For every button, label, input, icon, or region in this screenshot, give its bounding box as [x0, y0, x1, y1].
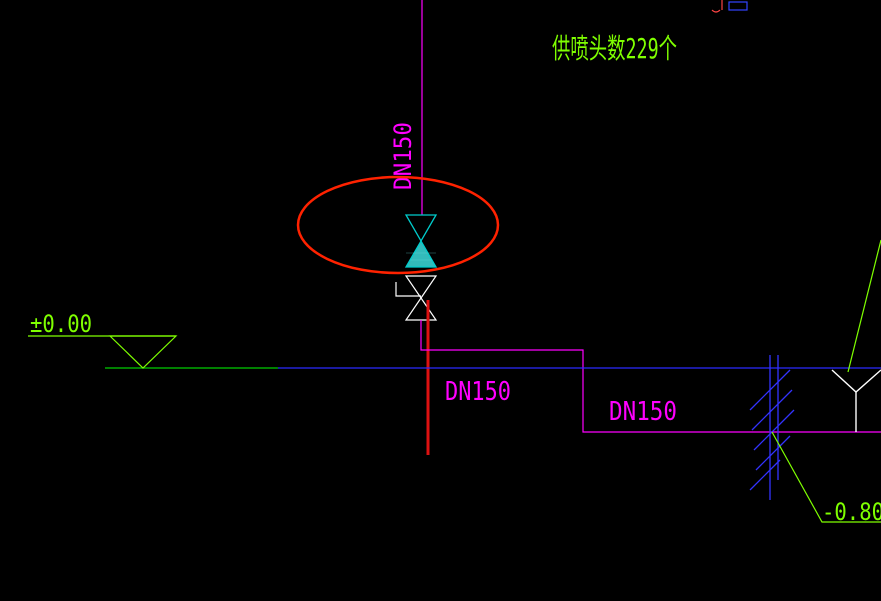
riser-pipe-size-label: DN150 [389, 122, 417, 190]
wall-sleeve-hatch [749, 355, 795, 500]
y-fitting-symbol [831, 369, 881, 432]
horizontal-pipe-run [420, 320, 881, 433]
upper-leader-line [847, 239, 881, 373]
elevation-marker-zero [28, 335, 178, 369]
highlight-ellipse [296, 175, 500, 275]
gate-valve-highlighted [404, 214, 438, 268]
elevation-depth-label: -0.80 [822, 498, 881, 526]
partial-symbol-top-right [711, 0, 748, 13]
elevation-zero-label: ±0.00 [30, 310, 92, 338]
pipe-size-label-2: DN150 [609, 397, 677, 427]
pipe-size-label-1: DN150 [445, 377, 511, 407]
check-valve-white [395, 275, 438, 321]
elevation-leader-depth [771, 431, 881, 523]
sprinkler-count-label: 供喷头数229个 [552, 32, 677, 65]
